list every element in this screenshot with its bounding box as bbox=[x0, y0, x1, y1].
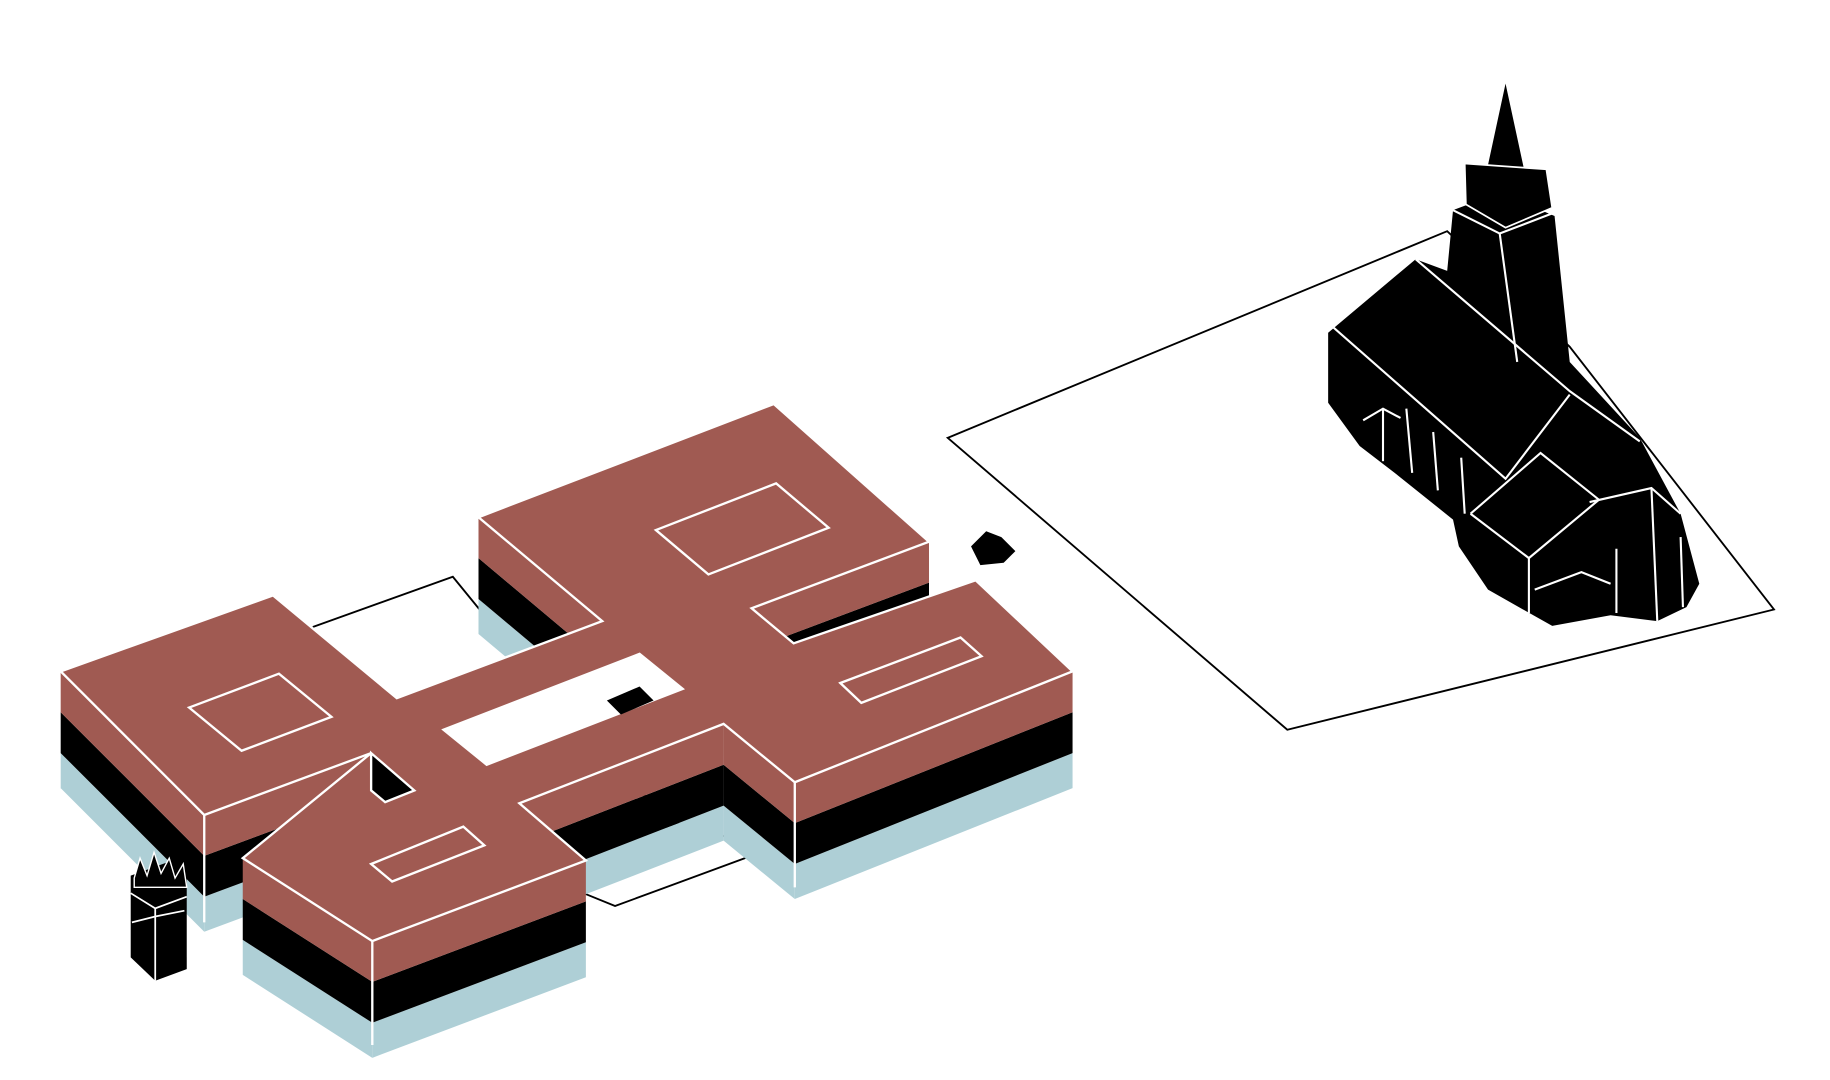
church-tower-lantern bbox=[1463, 162, 1554, 229]
side-face-band bbox=[242, 939, 373, 1058]
skylight bbox=[653, 482, 831, 576]
side-face-band bbox=[242, 858, 373, 982]
building-side-faces bbox=[60, 517, 1073, 1058]
tower-pinnacles bbox=[133, 850, 188, 889]
side-face-band bbox=[60, 712, 205, 897]
side-face-band bbox=[372, 942, 586, 1058]
skylight bbox=[368, 825, 487, 883]
skylight bbox=[838, 636, 984, 705]
side-face-band bbox=[723, 723, 795, 824]
side-face-band bbox=[372, 860, 586, 982]
courtyard-opening bbox=[441, 652, 686, 767]
church-building bbox=[1328, 79, 1700, 626]
side-face-band bbox=[372, 901, 586, 1023]
side-face-band bbox=[794, 753, 1073, 900]
side-face-band bbox=[478, 517, 603, 663]
side-face-band bbox=[723, 805, 795, 900]
roof-edge-verticals bbox=[203, 782, 796, 1045]
tower-body bbox=[130, 861, 187, 981]
side-face-band bbox=[751, 541, 930, 650]
skylights bbox=[186, 482, 984, 883]
courtyard-opening-inner-wall bbox=[606, 686, 654, 715]
church-body bbox=[1328, 192, 1700, 626]
side-face-band bbox=[204, 753, 372, 856]
side-face-band bbox=[723, 764, 795, 864]
side-face-band bbox=[794, 671, 1073, 824]
small-monument bbox=[971, 531, 1016, 566]
roof-surface bbox=[58, 402, 1075, 943]
side-face-band bbox=[794, 712, 1073, 864]
small-tower bbox=[130, 850, 188, 981]
side-face-band bbox=[519, 723, 724, 845]
notch-opening bbox=[369, 750, 417, 804]
side-face-band bbox=[60, 671, 205, 856]
church-edge-lines bbox=[1332, 209, 1684, 622]
skylight bbox=[186, 672, 334, 753]
side-face-band bbox=[242, 899, 373, 1023]
building-roof bbox=[58, 402, 1075, 1045]
church-site-outline bbox=[945, 230, 1776, 731]
